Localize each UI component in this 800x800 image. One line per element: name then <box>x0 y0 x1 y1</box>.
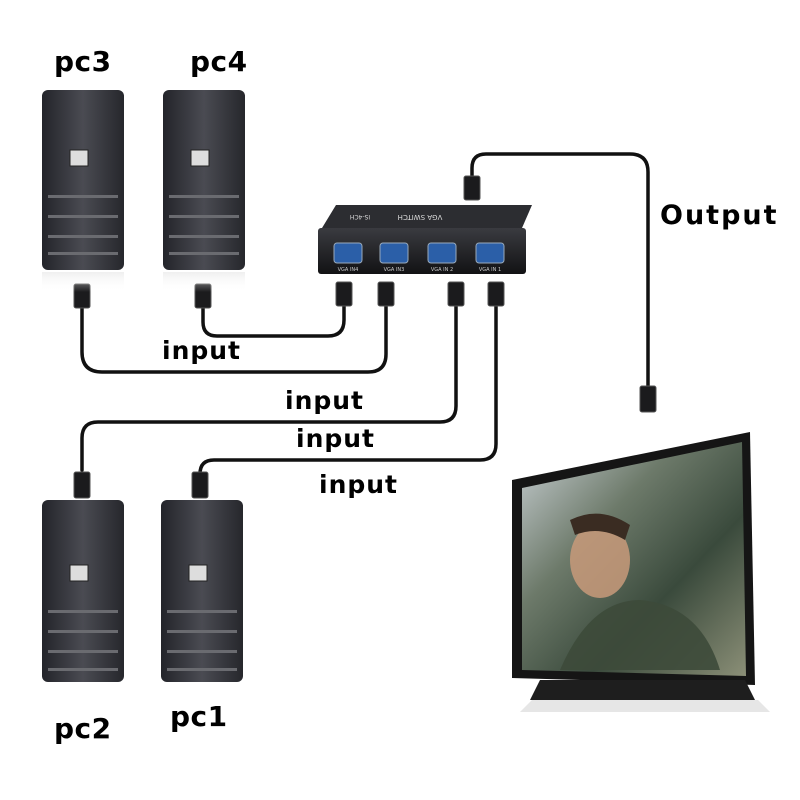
switch-port-label-in3: VGA IN3 <box>384 267 405 273</box>
port-in4 <box>333 242 363 264</box>
label-input-pc2: input <box>285 386 365 415</box>
plug-pc1 <box>191 471 209 499</box>
cable-pc1 <box>198 303 498 476</box>
tower-pc2 <box>42 500 124 682</box>
plug-output-top <box>463 175 481 201</box>
cable-pc4 <box>201 303 346 338</box>
cable-output <box>470 152 650 390</box>
port-in2 <box>427 242 457 264</box>
label-input-pc1: input <box>296 424 376 453</box>
label-pc1: pc1 <box>170 700 228 733</box>
plug-in4 <box>335 281 353 307</box>
label-output: Output <box>660 200 779 231</box>
label-pc2: pc2 <box>54 712 112 745</box>
switch-port-label-in4: VGA IN4 <box>338 267 359 273</box>
switch-model: IS-4CH <box>350 213 370 220</box>
cable-pc2 <box>80 303 458 472</box>
vga-switch: VGA IN4 VGA IN3 VGA IN 2 VGA IN 1 VGA SW… <box>318 205 532 274</box>
switch-port-label-in1: VGA IN 1 <box>479 267 501 273</box>
vga-plugs <box>73 175 657 499</box>
tower-pc4 <box>163 90 245 292</box>
plug-in2 <box>447 281 465 307</box>
tower-pc1 <box>161 500 243 682</box>
switch-port-label-in2: VGA IN 2 <box>431 267 453 273</box>
plug-pc2 <box>73 471 91 499</box>
label-input-pc3: input <box>162 336 242 365</box>
port-in3 <box>379 242 409 264</box>
cables <box>80 152 650 476</box>
plug-in1 <box>487 281 505 307</box>
monitor <box>512 432 770 712</box>
label-pc4: pc4 <box>190 45 248 78</box>
label-pc3: pc3 <box>54 45 112 78</box>
plug-output-bottom <box>639 385 657 413</box>
cable-pc3 <box>80 303 388 374</box>
tower-pc3 <box>42 90 124 292</box>
port-in1 <box>475 242 505 264</box>
switch-title: VGA SWITCH <box>398 213 443 221</box>
label-input-pc4: input <box>319 470 399 499</box>
plug-in3 <box>377 281 395 307</box>
